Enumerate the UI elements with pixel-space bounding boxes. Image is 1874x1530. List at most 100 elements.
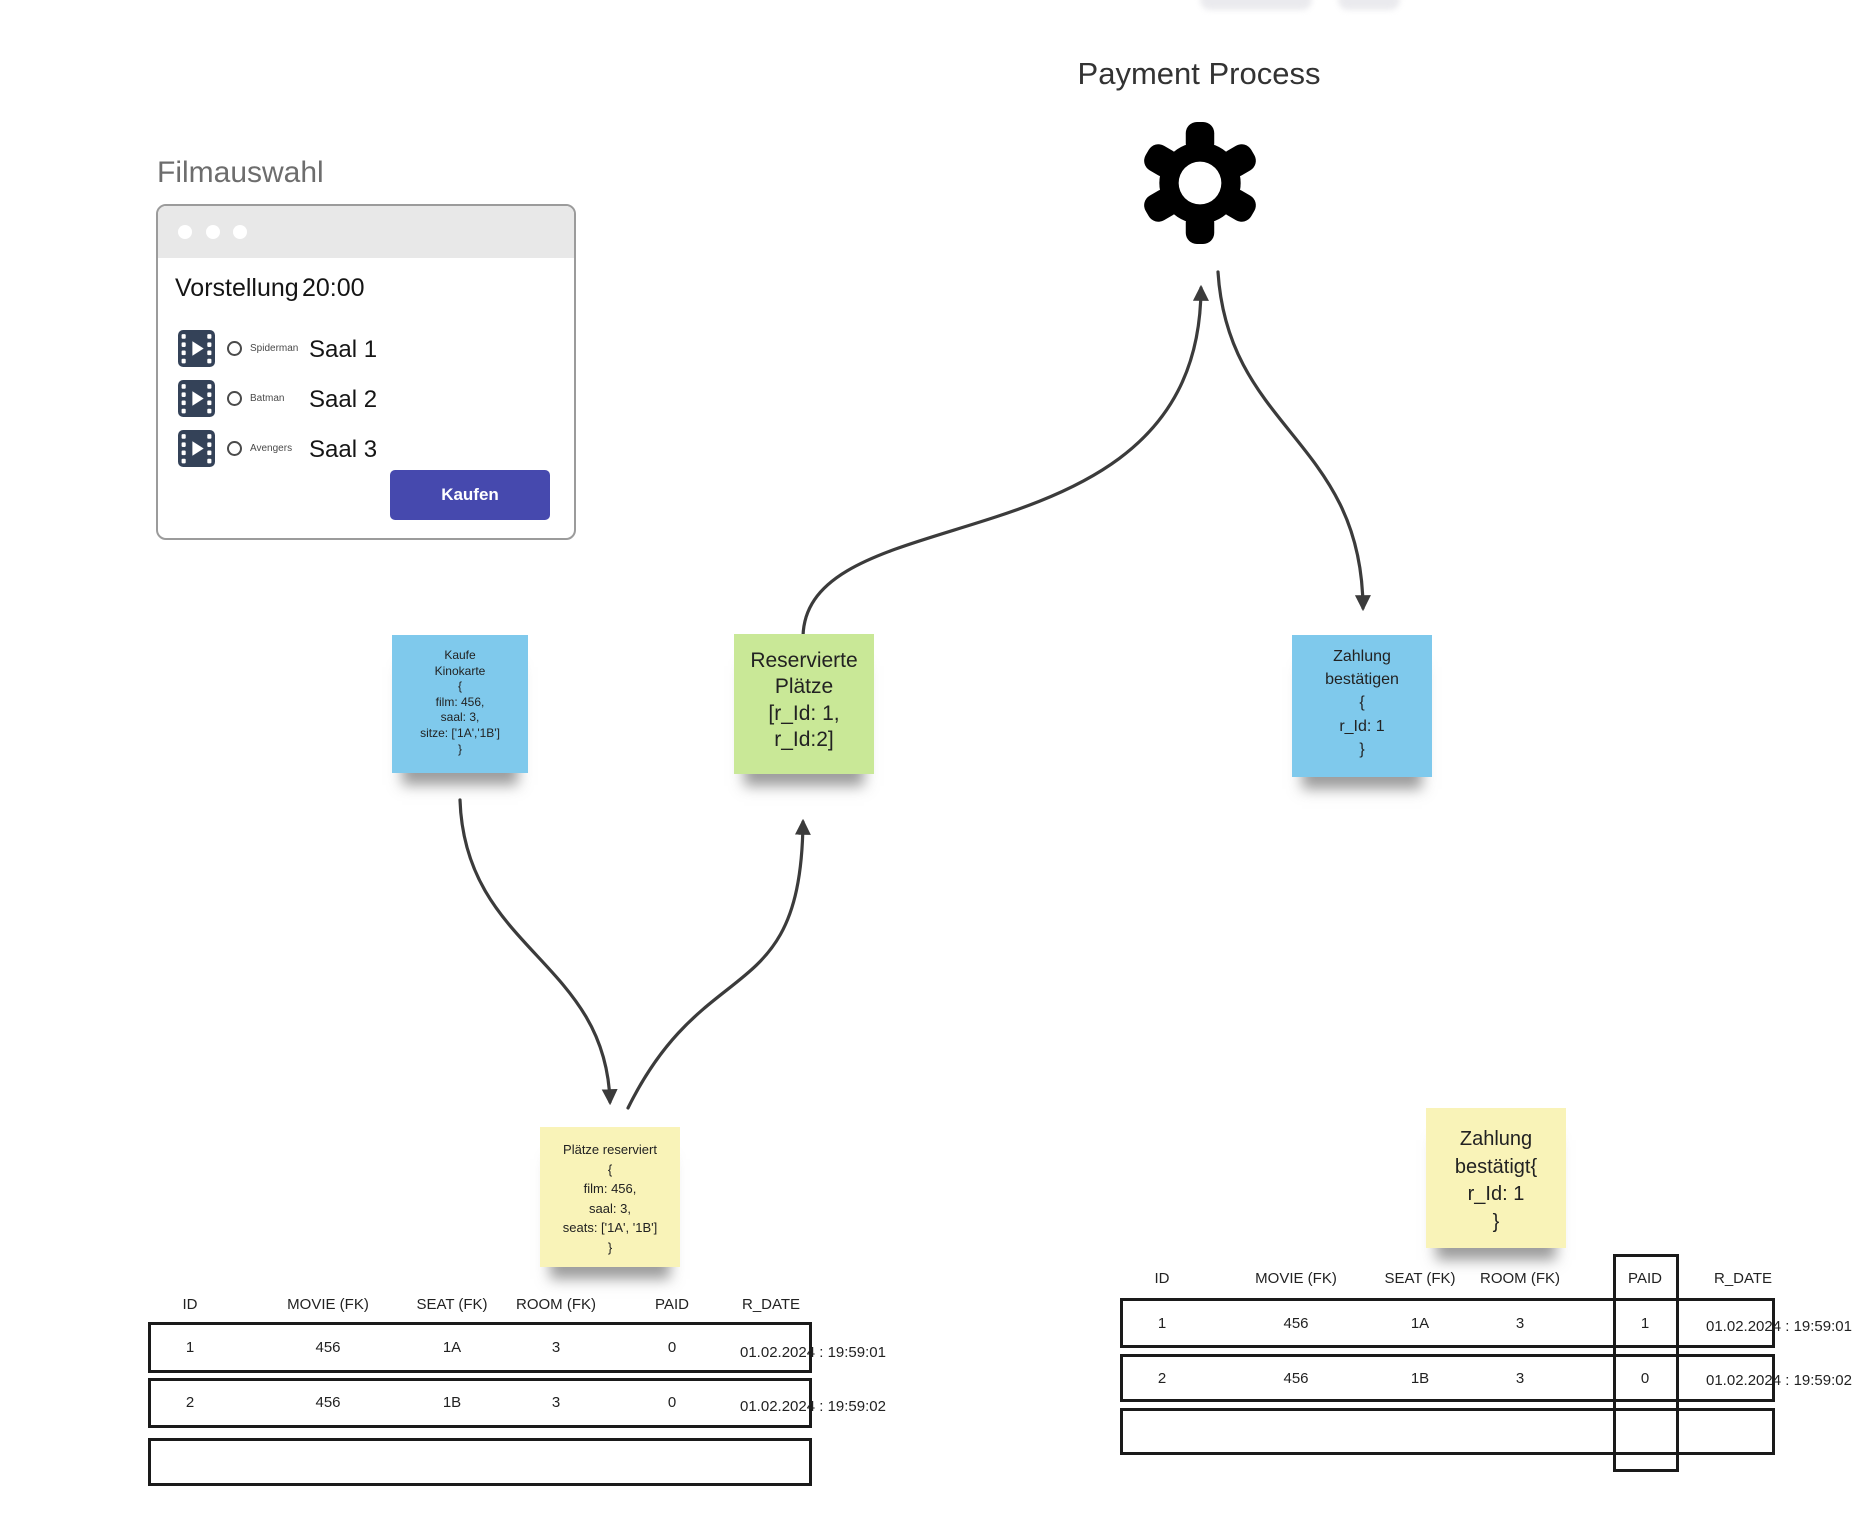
note-line: r_Id: 1 <box>1467 1183 1525 1206</box>
showing-time: 20:00 <box>302 274 365 302</box>
cell-rdate: 01.02.2024 : 19:59:02 <box>1706 1372 1852 1389</box>
column-header: ID <box>1154 1270 1170 1287</box>
room-label: Saal 2 <box>309 386 378 413</box>
column-header: SEAT (FK) <box>416 1296 488 1313</box>
cell-rdate: 01.02.2024 : 19:59:02 <box>740 1398 886 1415</box>
column-header: ROOM (FK) <box>1480 1270 1560 1287</box>
table-row-empty <box>1120 1408 1775 1455</box>
film-icon <box>178 430 215 467</box>
cell-paid: 1 <box>1640 1315 1650 1332</box>
note-line: saal: 3, <box>440 710 480 725</box>
arrow-gear-to-confirm <box>1216 270 1371 612</box>
film-icon <box>178 330 215 367</box>
cutoff-shape <box>1200 0 1312 10</box>
note-line: { <box>607 1161 613 1177</box>
note-line: } <box>1359 740 1365 758</box>
window-dot-icon <box>206 225 220 239</box>
cell-id: 1 <box>185 1339 195 1356</box>
radio-avengers[interactable] <box>227 441 242 456</box>
table-row <box>1120 1354 1775 1402</box>
note-line: Plätze <box>774 675 834 699</box>
window-dot-icon <box>178 225 192 239</box>
note-line: Kaufe <box>444 648 476 662</box>
radio-spiderman[interactable] <box>227 341 242 356</box>
table-row <box>1120 1298 1775 1348</box>
sticky-note-reserved-seats: Reservierte Plätze [r_Id: 1, r_Id:2] <box>734 634 874 774</box>
column-header: R_DATE <box>1714 1270 1773 1287</box>
note-line: film: 456, <box>435 694 485 709</box>
cell-movie: 456 <box>1283 1370 1309 1387</box>
cell-rdate: 01.02.2024 : 19:59:01 <box>740 1344 886 1361</box>
sticky-note-buy-ticket: Kaufe Kinokarte { film: 456, saal: 3, si… <box>392 635 528 773</box>
movie-row-avengers: Avengers Saal 3 <box>158 430 574 470</box>
cell-movie: 456 <box>1283 1315 1309 1332</box>
cell-room: 3 <box>1515 1315 1525 1332</box>
column-header: R_DATE <box>742 1296 801 1313</box>
cell-paid: 0 <box>1640 1370 1650 1387</box>
note-line: Plätze reserviert <box>563 1142 657 1157</box>
showing-label: Vorstellung <box>175 274 299 302</box>
film-selection-title: Filmauswahl <box>157 156 324 189</box>
note-line: r_Id:2] <box>774 728 834 752</box>
cell-seat: 1B <box>442 1394 462 1411</box>
note-line: bestätigen <box>1325 671 1399 689</box>
movie-name: Avengers <box>250 443 293 454</box>
note-line: Zahlung <box>1459 1128 1533 1150</box>
payment-process-title: Payment Process <box>1077 56 1321 91</box>
note-line: sitze: ['1A','1B'] <box>420 725 500 740</box>
column-header: MOVIE (FK) <box>287 1296 369 1313</box>
cell-rdate: 01.02.2024 : 19:59:01 <box>1706 1318 1852 1335</box>
note-line: } <box>607 1239 613 1255</box>
window-titlebar <box>158 206 574 258</box>
note-line: r_Id: 1 <box>1339 717 1385 735</box>
cell-id: 2 <box>185 1394 195 1411</box>
browser-window-mockup: Vorstellung 20:00 Spiderman Saal 1 <box>156 204 576 540</box>
arrow-buy-to-reserved-event <box>458 798 618 1106</box>
cell-room: 3 <box>551 1394 561 1411</box>
gear-icon <box>1144 122 1256 244</box>
cell-seat: 1A <box>1410 1315 1430 1332</box>
note-line: Zahlung <box>1333 648 1391 665</box>
note-line: { <box>457 679 462 694</box>
column-header: PAID <box>655 1296 689 1313</box>
note-line: seats: ['1A', '1B'] <box>562 1220 658 1235</box>
buy-button[interactable]: Kaufen <box>390 470 550 520</box>
column-header: PAID <box>1628 1270 1662 1287</box>
cell-id: 2 <box>1157 1370 1167 1387</box>
film-icon <box>178 380 215 417</box>
note-line: bestätigt{ <box>1454 1155 1538 1178</box>
column-header: ID <box>182 1296 198 1313</box>
note-line: } <box>457 741 462 756</box>
table-row <box>148 1322 812 1373</box>
sticky-note-confirm-payment: Zahlung bestätigen { r_Id: 1 } <box>1292 635 1432 777</box>
movie-row-spiderman: Spiderman Saal 1 <box>158 330 574 370</box>
note-line: Reservierte <box>750 649 858 672</box>
note-line: film: 456, <box>583 1181 637 1196</box>
note-line: saal: 3, <box>589 1200 631 1216</box>
cell-room: 3 <box>1515 1370 1525 1387</box>
arrow-reserved-event-to-reserved <box>626 818 811 1110</box>
room-label: Saal 3 <box>309 436 378 463</box>
column-header: ROOM (FK) <box>516 1296 596 1313</box>
cutoff-shape <box>1338 0 1400 10</box>
cell-movie: 456 <box>315 1394 341 1411</box>
movie-row-batman: Batman Saal 2 <box>158 380 574 420</box>
cell-seat: 1B <box>1410 1370 1430 1387</box>
cell-id: 1 <box>1157 1315 1167 1332</box>
note-line: [r_Id: 1, <box>768 701 840 725</box>
note-line: Kinokarte <box>434 663 486 678</box>
note-line: { <box>1359 694 1365 712</box>
cell-paid: 0 <box>667 1339 677 1356</box>
arrow-reserved-to-gear <box>801 284 1209 642</box>
movie-name: Spiderman <box>250 343 299 354</box>
note-line: } <box>1492 1210 1500 1233</box>
paid-column-highlight <box>1613 1254 1679 1472</box>
cell-room: 3 <box>551 1339 561 1356</box>
column-header: MOVIE (FK) <box>1255 1270 1337 1287</box>
radio-batman[interactable] <box>227 391 242 406</box>
sticky-note-seats-reserved: Plätze reserviert { film: 456, saal: 3, … <box>540 1127 680 1267</box>
room-label: Saal 1 <box>309 336 378 363</box>
window-dot-icon <box>233 225 247 239</box>
cell-paid: 0 <box>667 1394 677 1411</box>
